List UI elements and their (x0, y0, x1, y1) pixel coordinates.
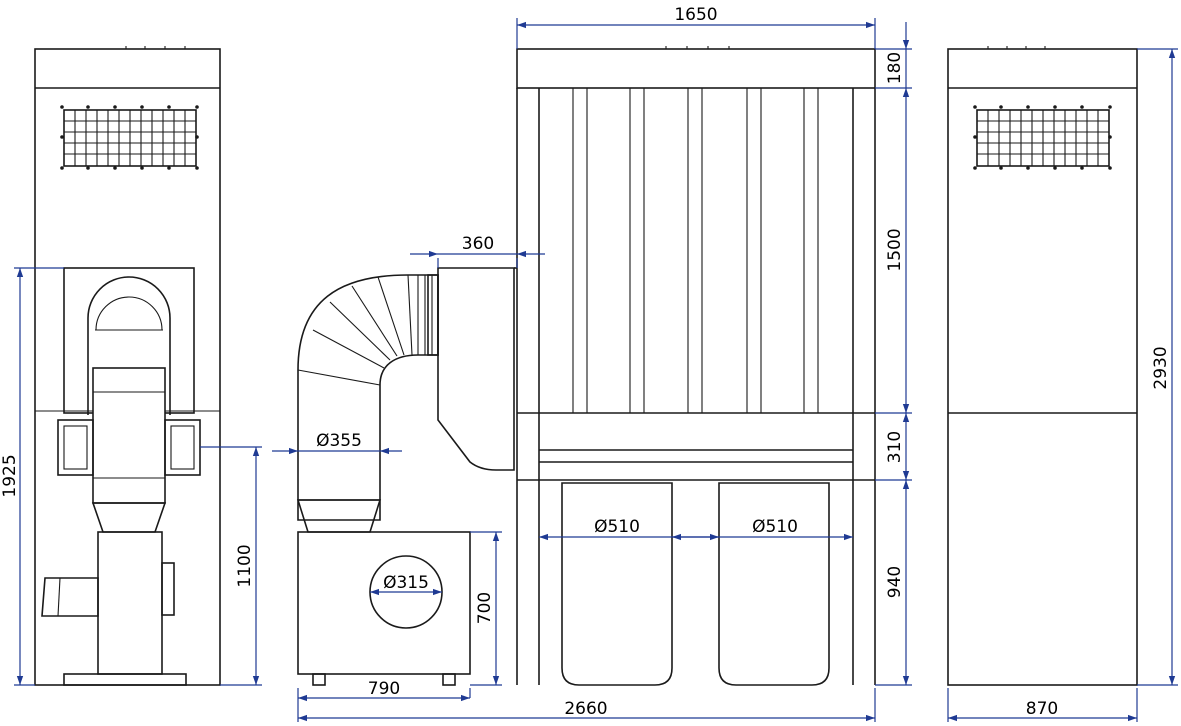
front-filter-panels (572, 88, 819, 413)
dim-collar-height: 310 (885, 431, 905, 463)
left-duct-arch (87, 276, 171, 415)
dimension-lines (14, 18, 1178, 722)
dim-leg-height: 940 (885, 566, 905, 598)
dim-total-width: 2660 (564, 699, 607, 719)
dim-fan-box-height: 700 (475, 592, 495, 624)
dim-header-height: 180 (885, 52, 905, 84)
dim-duct-offset: 360 (462, 234, 494, 254)
dim-fan-box-width: 790 (368, 679, 400, 699)
left-fan-body (92, 367, 166, 504)
right-vent-grille (973, 105, 1112, 170)
right-side-view (947, 46, 1138, 686)
left-flange-right (164, 419, 201, 476)
dim-filter-height: 1500 (885, 228, 905, 271)
front-bin-right (718, 482, 830, 686)
left-cabinet-outline (34, 48, 221, 686)
dim-bin-diameter-right: Ø510 (752, 517, 798, 537)
front-bin-left (561, 482, 673, 686)
dim-inlet-height: 1925 (0, 454, 20, 497)
left-base-plate (63, 673, 187, 686)
front-side-inlet-hood (437, 267, 515, 471)
dimension-labels: 1650 180 1500 310 940 2930 870 360 Ø355 … (0, 5, 1171, 719)
front-duct-elbow (297, 274, 439, 521)
left-motor-block (97, 531, 163, 675)
dim-top-width: 1650 (674, 5, 717, 25)
front-fan-box (297, 531, 471, 675)
dim-bin-diameter-left: Ø510 (594, 517, 640, 537)
left-vent-grille (60, 105, 199, 170)
dim-right-depth: 870 (1026, 699, 1058, 719)
left-top-bolts (125, 46, 186, 49)
dim-fan-height: 1100 (235, 544, 255, 587)
left-duct-arch-inner (95, 296, 163, 331)
dim-duct-diameter: Ø355 (316, 431, 362, 451)
left-side-view (34, 46, 221, 686)
front-duct-cone (296, 499, 382, 533)
front-view (296, 46, 876, 686)
dim-total-height: 2930 (1151, 346, 1171, 389)
dim-inlet-diameter: Ø315 (383, 573, 429, 593)
front-header-box (516, 48, 876, 89)
right-cabinet-outline (947, 48, 1138, 686)
left-outlet-nozzle (41, 577, 99, 617)
left-flange-left (57, 419, 94, 476)
left-fan-cone (91, 502, 167, 533)
